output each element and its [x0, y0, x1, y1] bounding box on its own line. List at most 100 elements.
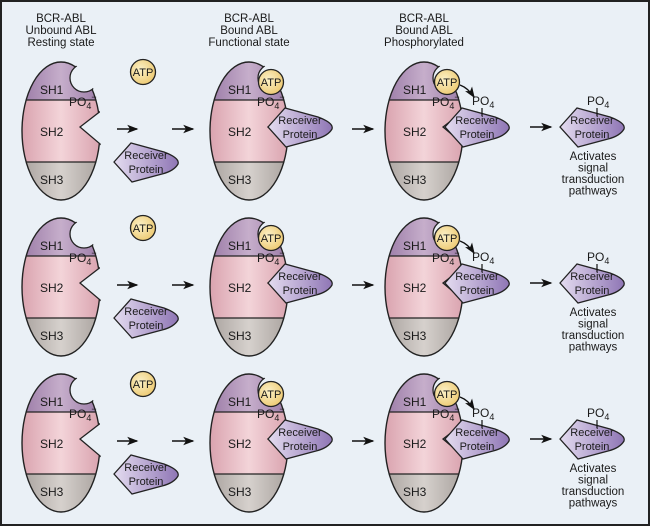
atp-molecule [257, 68, 285, 96]
receiver-shape [559, 263, 625, 304]
atp-molecule [433, 380, 461, 408]
receiver-shape [113, 142, 179, 183]
receiver-label: Protein [129, 164, 164, 176]
subscript: 4 [489, 256, 494, 266]
po4-label: PO4 [472, 250, 494, 266]
receiver-shape [267, 107, 333, 148]
superscript: − [91, 248, 96, 258]
sh1-label: SH1 [403, 239, 427, 253]
atp-molecule [129, 370, 157, 398]
po-text: PO [257, 251, 274, 265]
sh2-label: SH2 [40, 281, 64, 295]
subscript: 4 [86, 101, 91, 111]
column-title: BCR-ABL [399, 13, 449, 25]
subscript: 4 [489, 100, 494, 110]
receiver-shape [267, 263, 333, 304]
pathway-row: SH1SH2SH3PO4−ATPReceiverProteinSH1SH2SH3… [21, 370, 625, 513]
receiver-label: Receiver [278, 115, 322, 127]
po-text: PO [69, 95, 86, 109]
sh3-label: SH3 [228, 329, 252, 343]
sh1-label: SH1 [228, 239, 252, 253]
receiver-label: Protein [460, 285, 495, 297]
po4-label: PO4− [69, 248, 97, 267]
sh3-label: SH3 [40, 329, 64, 343]
superscript: − [454, 92, 459, 102]
subscript: 4 [449, 101, 454, 111]
sh3-label: SH3 [403, 329, 427, 343]
outcome-text: Activates [570, 307, 617, 319]
superscript: − [454, 248, 459, 258]
receiver-label: Receiver [570, 427, 614, 439]
receiver-label: Receiver [455, 115, 499, 127]
phosphate-transfer-arrow [459, 84, 475, 99]
po-text: PO [472, 250, 489, 264]
po4-label: PO4− [69, 404, 97, 423]
receiver-shape [444, 263, 510, 304]
sh2-label: SH2 [40, 437, 64, 451]
atp-label: ATP [133, 67, 154, 79]
phosphate-transfer-arrow [459, 240, 475, 255]
atp-label: ATP [437, 77, 458, 89]
sh3-label: SH3 [228, 485, 252, 499]
sh3-label: SH3 [40, 485, 64, 499]
outcome-text: transduction [562, 330, 625, 342]
po4-label: PO4− [432, 248, 460, 267]
subscript: 4 [274, 101, 279, 111]
po4-label: PO4− [432, 404, 460, 423]
outcome-text: pathways [569, 186, 618, 198]
superscript: − [279, 92, 284, 102]
subscript: 4 [604, 412, 609, 422]
column-title: Phosphorylated [384, 37, 464, 49]
receiver-label: Protein [575, 441, 610, 453]
outcome-text: signal [578, 163, 608, 175]
substrate-binding-cleft [78, 261, 102, 307]
subscript: 4 [489, 412, 494, 422]
outcome-text: pathways [569, 498, 618, 510]
atp-molecule [433, 68, 461, 96]
po4-label: PO4− [257, 92, 285, 111]
subscript: 4 [274, 257, 279, 267]
po-text: PO [257, 95, 274, 109]
sh1-label: SH1 [403, 83, 427, 97]
receiver-shape [267, 419, 333, 460]
sh2-label: SH2 [403, 437, 427, 451]
sh2-label: SH2 [228, 437, 252, 451]
subscript: 4 [274, 413, 279, 423]
substrate-binding-cleft [78, 105, 102, 151]
column-title: Bound ABL [395, 25, 453, 37]
receiver-label: Receiver [570, 115, 614, 127]
outcome-text: signal [578, 319, 608, 331]
po-text: PO [432, 251, 449, 265]
receiver-label: Receiver [455, 271, 499, 283]
sh1-label: SH1 [40, 239, 64, 253]
subscript: 4 [449, 413, 454, 423]
receiver-shape [559, 419, 625, 460]
po4-label: PO4 [472, 406, 494, 422]
po-text: PO [587, 250, 604, 264]
atp-label: ATP [261, 233, 282, 245]
receiver-label: Receiver [278, 271, 322, 283]
receiver-label: Receiver [124, 306, 168, 318]
atp-molecule [257, 380, 285, 408]
receiver-label: Protein [129, 476, 164, 488]
receiver-shape [113, 454, 179, 495]
po-text: PO [587, 94, 604, 108]
po-text: PO [257, 407, 274, 421]
receiver-label: Receiver [124, 150, 168, 162]
po-text: PO [432, 407, 449, 421]
sh2-label: SH2 [403, 281, 427, 295]
sh3-label: SH3 [403, 485, 427, 499]
receiver-label: Protein [460, 129, 495, 141]
subscript: 4 [604, 100, 609, 110]
po-text: PO [69, 407, 86, 421]
outcome-text: Activates [570, 463, 617, 475]
sh3-label: SH3 [403, 173, 427, 187]
